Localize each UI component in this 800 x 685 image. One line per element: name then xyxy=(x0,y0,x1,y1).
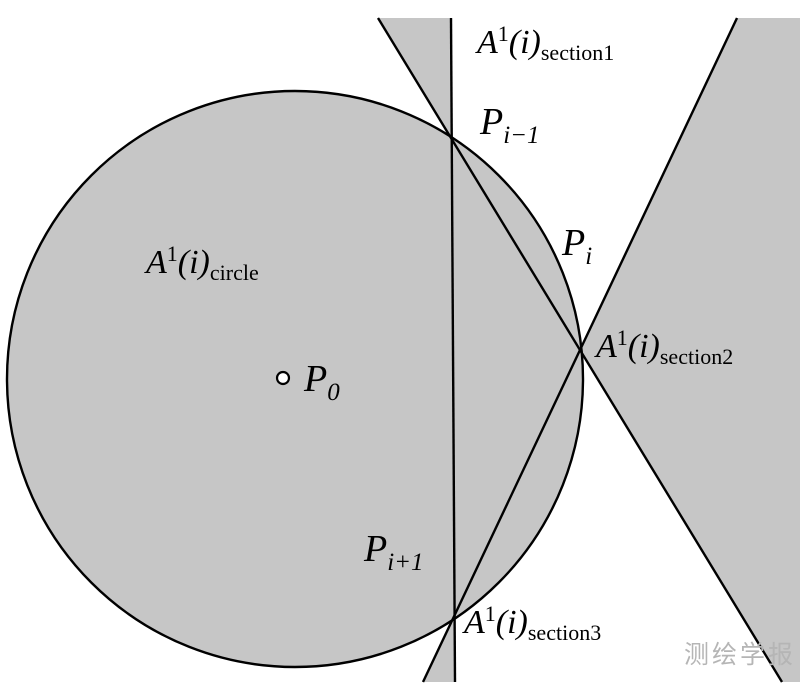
label-p-i-sub: i xyxy=(585,243,593,270)
center-point-marker xyxy=(275,370,291,386)
label-p-i: Pi xyxy=(562,222,592,269)
label-p-prev-base: P xyxy=(480,101,504,143)
label-section1-sub: section1 xyxy=(540,40,615,65)
label-p-prev: Pi−1 xyxy=(480,101,540,148)
label-circle-arg: (i) xyxy=(177,244,210,281)
label-section2-sup: 1 xyxy=(616,325,628,350)
label-circle-sub: circle xyxy=(209,260,259,285)
label-p-next-sub: i+1 xyxy=(387,549,424,576)
journal-watermark: 测绘学报 xyxy=(684,640,797,669)
label-section3-arg: (i) xyxy=(495,604,528,641)
label-section3-base: A xyxy=(464,604,485,641)
label-section1-sup: 1 xyxy=(497,21,509,46)
label-section3: A1(i)section3 xyxy=(464,603,601,644)
label-section3-sub: section3 xyxy=(527,620,602,645)
label-section3-sup: 1 xyxy=(484,601,496,626)
edge-line-i-next xyxy=(421,17,739,683)
chord-line-prev-next xyxy=(449,17,457,683)
main-circle xyxy=(5,89,585,669)
label-p-i-base: P xyxy=(562,222,586,264)
label-section1-arg: (i) xyxy=(508,24,541,61)
label-section2: A1(i)section2 xyxy=(596,327,733,368)
section2-region xyxy=(580,18,800,682)
label-section1: A1(i)section1 xyxy=(477,23,614,64)
label-section1-base: A xyxy=(477,24,498,61)
label-p-zero-base: P xyxy=(304,358,328,400)
label-p-next: Pi+1 xyxy=(364,528,424,575)
label-p-prev-sub: i−1 xyxy=(503,122,540,149)
label-p-zero-sub: 0 xyxy=(327,379,340,406)
label-section2-sub: section2 xyxy=(659,344,734,369)
label-circle-base: A xyxy=(146,244,167,281)
label-section2-arg: (i) xyxy=(627,328,660,365)
label-circle: A1(i)circle xyxy=(146,243,259,284)
label-section2-base: A xyxy=(596,328,617,365)
label-circle-sup: 1 xyxy=(166,241,178,266)
label-p-zero: P0 xyxy=(304,358,340,405)
label-p-next-base: P xyxy=(364,528,388,570)
